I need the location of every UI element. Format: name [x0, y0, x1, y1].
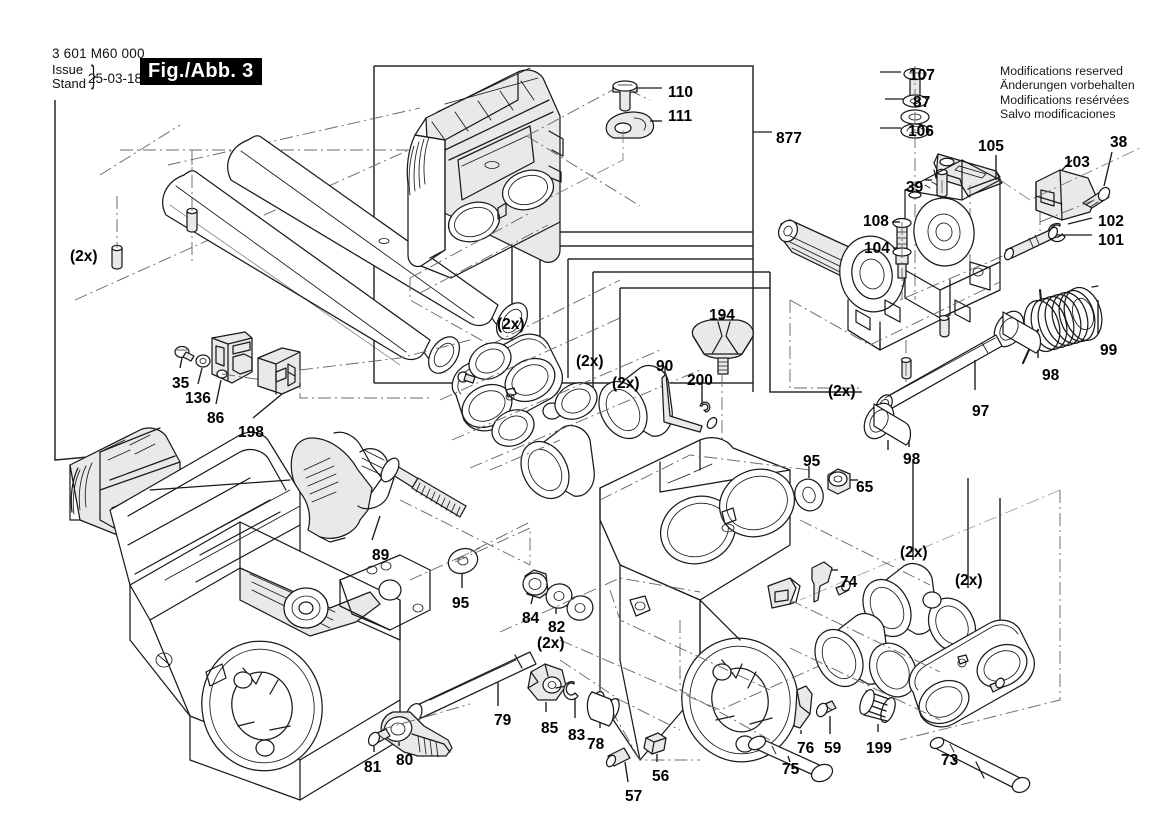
callout-99-15: 99: [1100, 342, 1118, 359]
callout-65-36: 65: [856, 479, 874, 496]
figure-badge: Fig./Abb. 3: [140, 58, 262, 85]
callout-79-40: 79: [494, 712, 512, 729]
callout-74-37: 74: [840, 574, 858, 591]
callout-104-14: 104: [864, 240, 890, 257]
callout-111-2: 111: [668, 108, 693, 125]
callout-2x-34: (2x): [537, 635, 565, 652]
callout-108-13: 108: [863, 213, 889, 230]
callout-97-17: 97: [972, 403, 990, 420]
callout-105-7: 105: [978, 138, 1004, 155]
callout-2x-24: (2x): [497, 316, 525, 333]
callout-877-3: 877: [776, 130, 802, 147]
callout-194-28: 194: [709, 307, 735, 324]
callout-198-23: 198: [238, 424, 264, 441]
callout-110-1: 110: [668, 84, 694, 101]
callout-2x-25: (2x): [576, 353, 604, 370]
notice-line-en: Modifications reserved: [1000, 64, 1124, 78]
callout-2x-26: (2x): [612, 375, 640, 392]
callout-38-9: 38: [1110, 134, 1128, 151]
callout-82-33: 82: [548, 619, 566, 636]
callout-98-16: 98: [1042, 367, 1060, 384]
notice-line-es: Salvo modificaciones: [1000, 107, 1116, 122]
callout-98-18: 98: [903, 451, 921, 468]
callout-39-12: 39: [906, 179, 924, 196]
issue-stand-label: Issue Stand: [52, 63, 86, 90]
part-code: 3 601 M60 000: [52, 46, 145, 61]
callout-90-27: 90: [656, 358, 674, 375]
callout-101-11: 101: [1098, 232, 1124, 249]
modifications-notice: Modifications reserved Änderungen vorbeh…: [1000, 64, 1135, 122]
callout-95-31: 95: [452, 595, 470, 612]
notice-line-fr: Modifications resérvées: [1000, 92, 1130, 107]
callout-2x-19: (2x): [828, 383, 856, 400]
callout-102-10: 102: [1098, 213, 1124, 230]
callout-56-47: 56: [652, 768, 670, 785]
issue-label: Issue: [52, 62, 84, 77]
issue-date: 25-03-18: [88, 71, 143, 86]
callout-80-45: 80: [396, 752, 414, 769]
stand-label: Stand: [52, 75, 86, 91]
callout-76-49: 76: [797, 740, 815, 757]
notice-line-de: Änderungen vorbehalten: [1000, 78, 1135, 93]
callout-87-5: 87: [913, 94, 931, 111]
callout-83-42: 83: [568, 727, 586, 744]
callout-84-32: 84: [522, 610, 540, 627]
callout-2x-0: (2x): [70, 248, 98, 265]
callout-95-35: 95: [803, 453, 821, 470]
callout-106-6: 106: [908, 123, 934, 140]
callout-75-48: 75: [782, 761, 800, 778]
callout-199-51: 199: [866, 740, 892, 757]
callout-2x-38: (2x): [900, 544, 928, 561]
callout-35-20: 35: [172, 375, 190, 392]
callout-200-29: 200: [687, 372, 713, 389]
callout-81-44: 81: [364, 759, 382, 776]
callout-78-43: 78: [587, 736, 605, 753]
callout-57-46: 57: [625, 788, 643, 805]
callout-85-41: 85: [541, 720, 559, 737]
callout-73-52: 73: [941, 752, 959, 769]
callout-59-50: 59: [824, 740, 842, 757]
callout-89-30: 89: [372, 547, 390, 564]
callout-86-22: 86: [207, 410, 225, 427]
callout-103-8: 103: [1064, 154, 1090, 171]
callout-2x-39: (2x): [955, 572, 983, 589]
brace-glyph: }: [91, 60, 96, 90]
callout-136-21: 136: [185, 390, 211, 407]
callout-107-4: 107: [909, 67, 935, 84]
